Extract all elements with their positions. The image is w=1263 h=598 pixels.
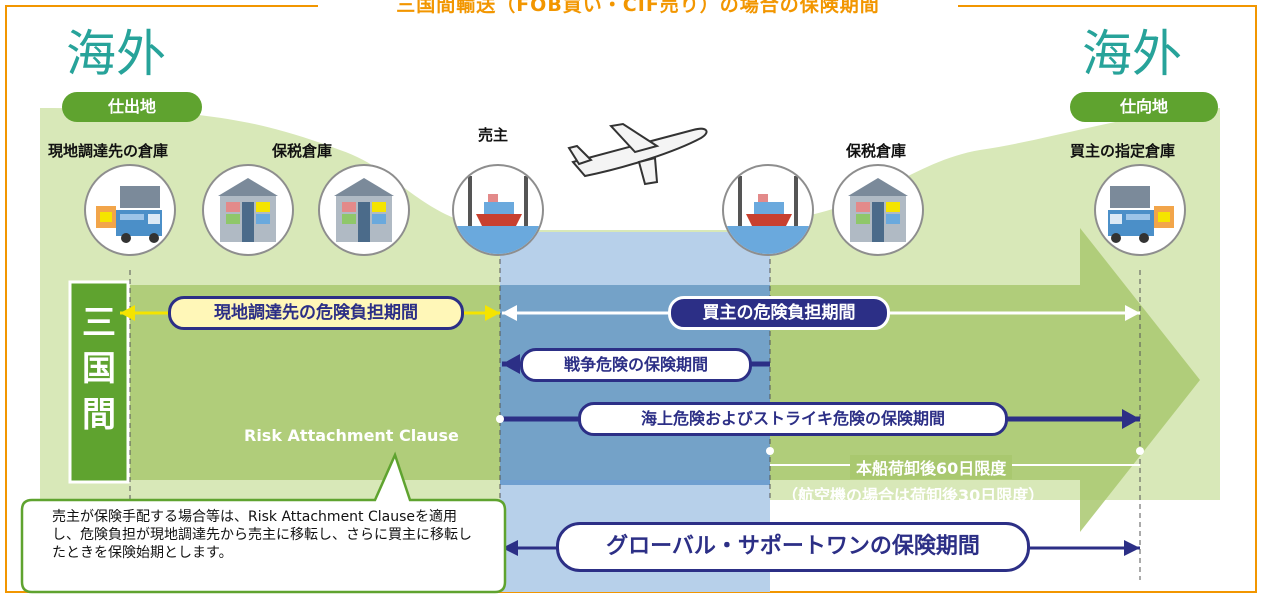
- supplier-risk-bold: 危険負担期間: [316, 303, 418, 323]
- unloading-limit-60-days: 本船荷卸後60日限度: [850, 455, 1013, 479]
- arrowhead: [502, 540, 518, 556]
- risk-attachment-clause-label: Risk Attachment Clause: [244, 426, 459, 445]
- origin-pill: 仕出地: [62, 92, 202, 122]
- destination-pill: 仕向地: [1070, 92, 1218, 122]
- label-seller: 売主: [478, 126, 509, 144]
- start-dot: [766, 447, 774, 455]
- supplier-risk-prefix: 現地調達先の: [214, 303, 316, 323]
- airplane-icon: [567, 122, 708, 186]
- war-risk-pill: 戦争危険の保険期間: [520, 348, 752, 382]
- start-dot: [496, 415, 504, 423]
- ship-port-icon: [452, 164, 544, 256]
- arrowhead: [485, 305, 500, 321]
- overseas-label-left: 海外: [66, 25, 166, 83]
- arrowhead: [120, 305, 135, 321]
- diagram-title: 三国間輸送（FOB買い・CIF売り）の場合の保険期間: [318, 0, 958, 17]
- buyer-risk-prefix: 買主の: [702, 303, 754, 323]
- label-bonded-warehouse-right: 保税倉庫: [846, 142, 907, 160]
- warehouse-icon: [202, 164, 294, 256]
- callout-bubble: [20, 451, 507, 594]
- end-dot: [1136, 447, 1144, 455]
- arrowhead: [502, 354, 520, 374]
- unloading-limit-30-days: （航空機の場合は荷卸後30日限度）: [782, 486, 1045, 505]
- ship-port-icon: [722, 164, 814, 256]
- global-support-pill: グローバル・サポートワンの保険期間: [556, 522, 1030, 572]
- label-bonded-warehouse-left: 保税倉庫: [272, 142, 333, 160]
- buyer-risk-bold: 危険負担期間: [753, 303, 856, 323]
- truck-warehouse-icon: [84, 164, 176, 256]
- overseas-label-right: 海外: [1082, 25, 1182, 83]
- arrowhead: [1124, 540, 1140, 556]
- arrowhead: [502, 305, 517, 321]
- marine-strike-pill: 海上危険およびストライキ危険の保険期間: [578, 402, 1008, 436]
- callout-text: 売主が保険手配する場合等は、Risk Attachment Clauseを適用し…: [52, 509, 472, 561]
- vertical-label-box: [68, 280, 130, 484]
- truck-warehouse-icon: [1094, 164, 1186, 256]
- warehouse-icon: [832, 164, 924, 256]
- arrowhead: [1122, 409, 1140, 429]
- arrowhead: [1125, 305, 1140, 321]
- label-buyer-warehouse: 買主の指定倉庫: [1070, 142, 1176, 160]
- warehouse-icon: [318, 164, 410, 256]
- vertical-label: 三国間: [82, 303, 116, 435]
- buyer-risk-period-pill: 買主の危険負担期間: [668, 296, 890, 330]
- supplier-risk-period-pill: 現地調達先の危険負担期間: [168, 296, 464, 330]
- label-local-supplier-warehouse: 現地調達先の倉庫: [48, 142, 169, 160]
